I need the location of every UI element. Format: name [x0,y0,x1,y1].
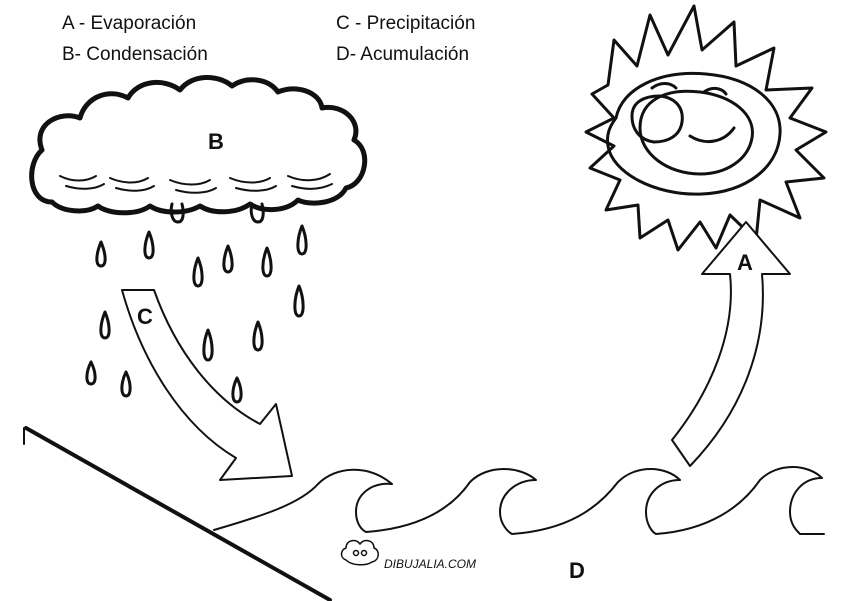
dibujalia-logo: DIBUJALIA.COM [340,539,476,571]
raindrop [99,310,111,340]
water-waves [213,466,825,536]
cloud-drips [169,202,265,224]
watermark-text: DIBUJALIA.COM [384,557,476,571]
cloud-base-hatching [59,173,333,194]
legend-condensacion: B- Condensación [62,44,208,65]
cloud-icon [29,74,368,224]
raindrop [296,224,308,256]
raindrop [293,284,305,318]
label-precipitation-c: C [137,304,153,329]
precipitation-arrow [121,289,293,481]
label-evaporation-a: A [737,250,753,275]
raindrop [192,256,204,288]
sun-rays [584,4,828,252]
cloud-mascot-icon [340,539,379,566]
sun-icon [584,4,828,252]
ground-slope [23,426,332,601]
raindrop [120,370,132,398]
legend-acumulacion: D- Acumulación [336,44,470,65]
sun-smile [688,126,736,144]
raindrop [231,376,243,404]
sun-nose [630,94,684,144]
raindrop [202,328,214,362]
label-accumulation-d: D [569,558,585,583]
legend-precipitacion: C - Precipitación [336,13,476,34]
sun-inner-ring [638,89,754,176]
raindrop [95,240,107,268]
raindrop [252,320,264,352]
raindrop [85,360,97,386]
raindrop [261,246,273,278]
evaporation-arrow [671,221,791,467]
sun-eye-left [650,82,678,90]
label-condensation-b: B [208,129,224,154]
sun-eye-right [702,86,728,96]
raindrops [85,224,308,404]
raindrop [143,230,155,260]
raindrop [222,244,234,274]
sun-face-outline [606,71,782,196]
legend-evaporacion: A - Evaporación [62,13,197,34]
